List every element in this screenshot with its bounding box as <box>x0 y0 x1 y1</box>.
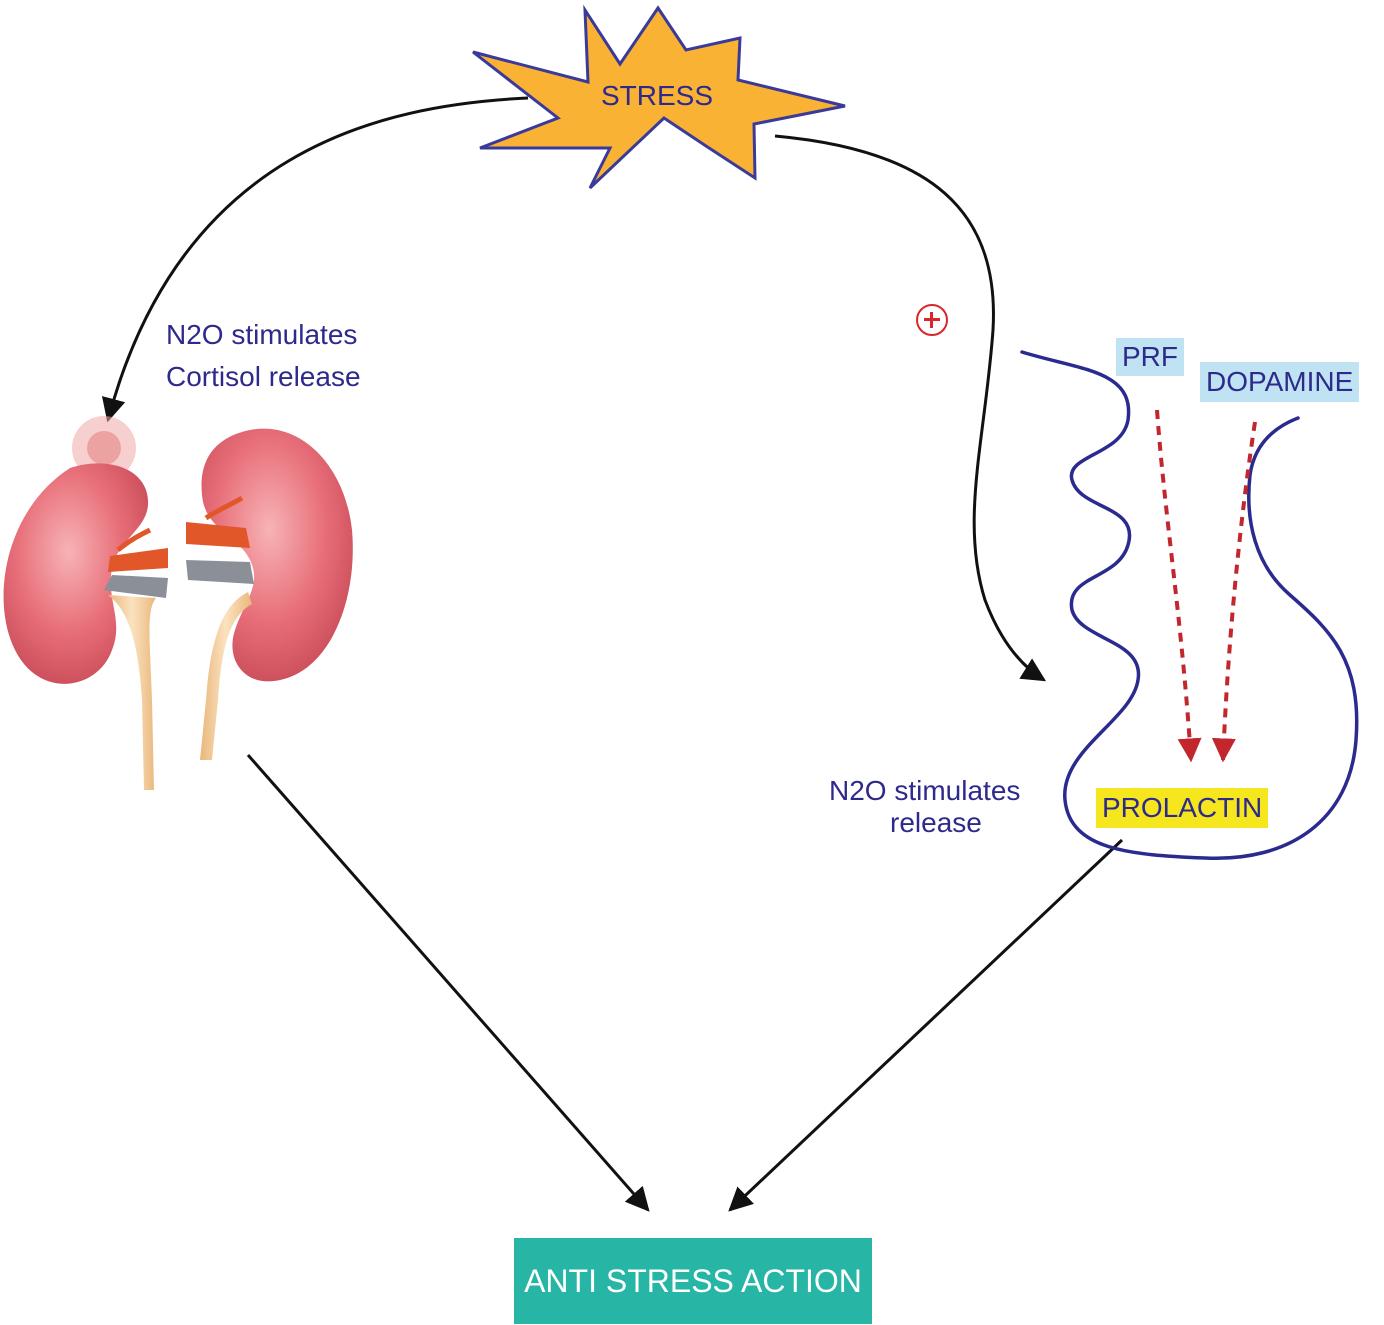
arrow-kidney-to-anti-stress <box>246 754 650 1212</box>
dashed-arrow-dopamine <box>1211 421 1257 763</box>
cortisol-note-line2: Cortisol release <box>166 361 361 392</box>
arrow-stress-to-pituitary <box>774 134 1047 682</box>
pituitary-outline <box>1020 350 1359 860</box>
prf-label: PRF <box>1116 338 1184 376</box>
arrow-stress-to-kidney <box>101 96 529 423</box>
plus-circle-icon <box>916 304 948 336</box>
kidneys-icon <box>3 416 353 790</box>
prolactin-label: PROLACTIN <box>1096 788 1269 828</box>
anti-stress-action-box: ANTI STRESS ACTION <box>514 1238 872 1324</box>
dopamine-label: DOPAMINE <box>1200 362 1360 402</box>
stress-burst <box>472 4 846 190</box>
stress-label: STRESS <box>601 80 714 111</box>
prolactin-note-line2: release <box>890 807 982 838</box>
cortisol-note-line1: N2O stimulates <box>166 319 358 350</box>
prolactin-note-line1: N2O stimulates <box>829 775 1021 806</box>
arrow-pituitary-to-anti-stress <box>728 838 1124 1212</box>
dashed-arrow-prf <box>1155 409 1202 763</box>
